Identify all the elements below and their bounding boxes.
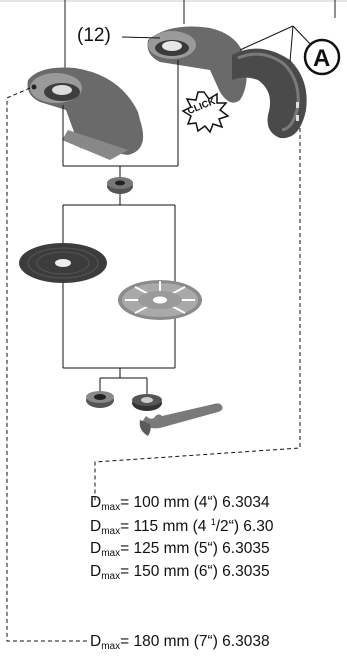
grinding-disc (19, 243, 107, 283)
pin-wrench (139, 403, 223, 436)
dashed-guides (6, 87, 301, 642)
callout-letter: A (313, 45, 331, 72)
callout-number: (12) (77, 25, 111, 46)
guard-large (27, 67, 144, 160)
spec-line-125: Dmax= 125 mm (5“) 6.3035 (90, 540, 270, 559)
spec-line-180: Dmax= 180 mm (7“) 6.3038 (90, 633, 270, 652)
callout-a-circle (303, 38, 341, 76)
diamond-disc (118, 280, 202, 320)
backing-flange (107, 177, 133, 194)
spec-line-150: Dmax= 150 mm (6“) 6.3035 (90, 563, 270, 582)
clamping-nut-left (86, 391, 114, 408)
guard-medium (147, 26, 247, 103)
spec-line-115: Dmax= 115 mm (4 1/2“) 6.30 (90, 517, 274, 537)
spec-line-100: Dmax= 100 mm (4“) 6.3034 (90, 494, 270, 513)
click-burst (181, 91, 230, 134)
clamping-nut-right (132, 394, 162, 411)
cover-a (232, 48, 307, 139)
